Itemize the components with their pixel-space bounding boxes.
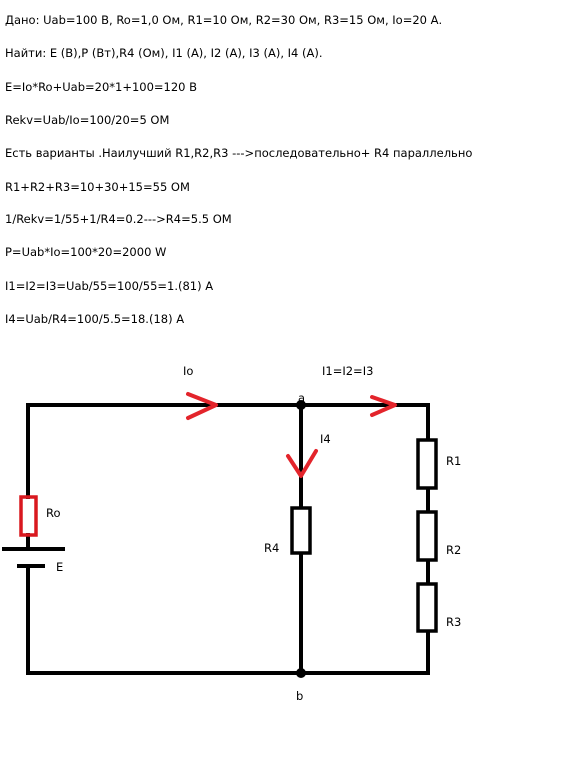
- i123-arrow: [370, 395, 397, 417]
- r2-label: R2: [446, 543, 461, 557]
- r2-resistor: [416, 510, 438, 562]
- i123-label: I1=I2=I3: [322, 364, 373, 378]
- node-b-label: b: [296, 689, 303, 703]
- r1-label: R1: [446, 454, 461, 468]
- emf-formula: E=Io*Ro+Uab=20*1+100=120 B: [5, 80, 198, 94]
- ro-resistor: [19, 495, 38, 537]
- wires: [26, 403, 430, 675]
- r4-resistor: [290, 506, 312, 555]
- i4-label: I4: [320, 432, 331, 446]
- io-arrow: [186, 392, 218, 420]
- given-line: Дано: Uab=100 В, Ro=1,0 Ом, R1=10 Ом, R2…: [5, 13, 443, 27]
- variant-note: Есть варианты .Наилучший R1,R2,R3 --->по…: [5, 146, 473, 160]
- node-b-dot: [296, 668, 306, 678]
- io-label: Io: [183, 364, 193, 378]
- r3-resistor: [416, 582, 438, 633]
- r3-label: R3: [446, 615, 461, 629]
- r4-label: R4: [264, 541, 279, 555]
- ro-label: Ro: [46, 506, 61, 520]
- power-formula: P=Uab*Io=100*20=2000 W: [5, 245, 167, 259]
- i4-formula: I4=Uab/R4=100/5.5=18.(18) A: [5, 312, 185, 326]
- r1-resistor: [416, 438, 438, 490]
- find-line: Найти: E (В),P (Вт),R4 (Ом), I1 (А), I2 …: [5, 46, 323, 60]
- i123-formula: I1=I2=I3=Uab/55=100/55=1.(81) A: [5, 279, 214, 293]
- node-a-label: a: [298, 391, 305, 405]
- rekv-formula: Rekv=Uab/Io=100/20=5 OM: [5, 113, 170, 127]
- node-a-dot: [296, 400, 306, 410]
- i4-arrow: [286, 449, 318, 478]
- e-label: E: [56, 560, 63, 574]
- series-sum-formula: R1+R2+R3=10+30+15=55 OM: [5, 180, 190, 194]
- r4-formula: 1/Rekv=1/55+1/R4=0.2--->R4=5.5 OM: [5, 212, 232, 226]
